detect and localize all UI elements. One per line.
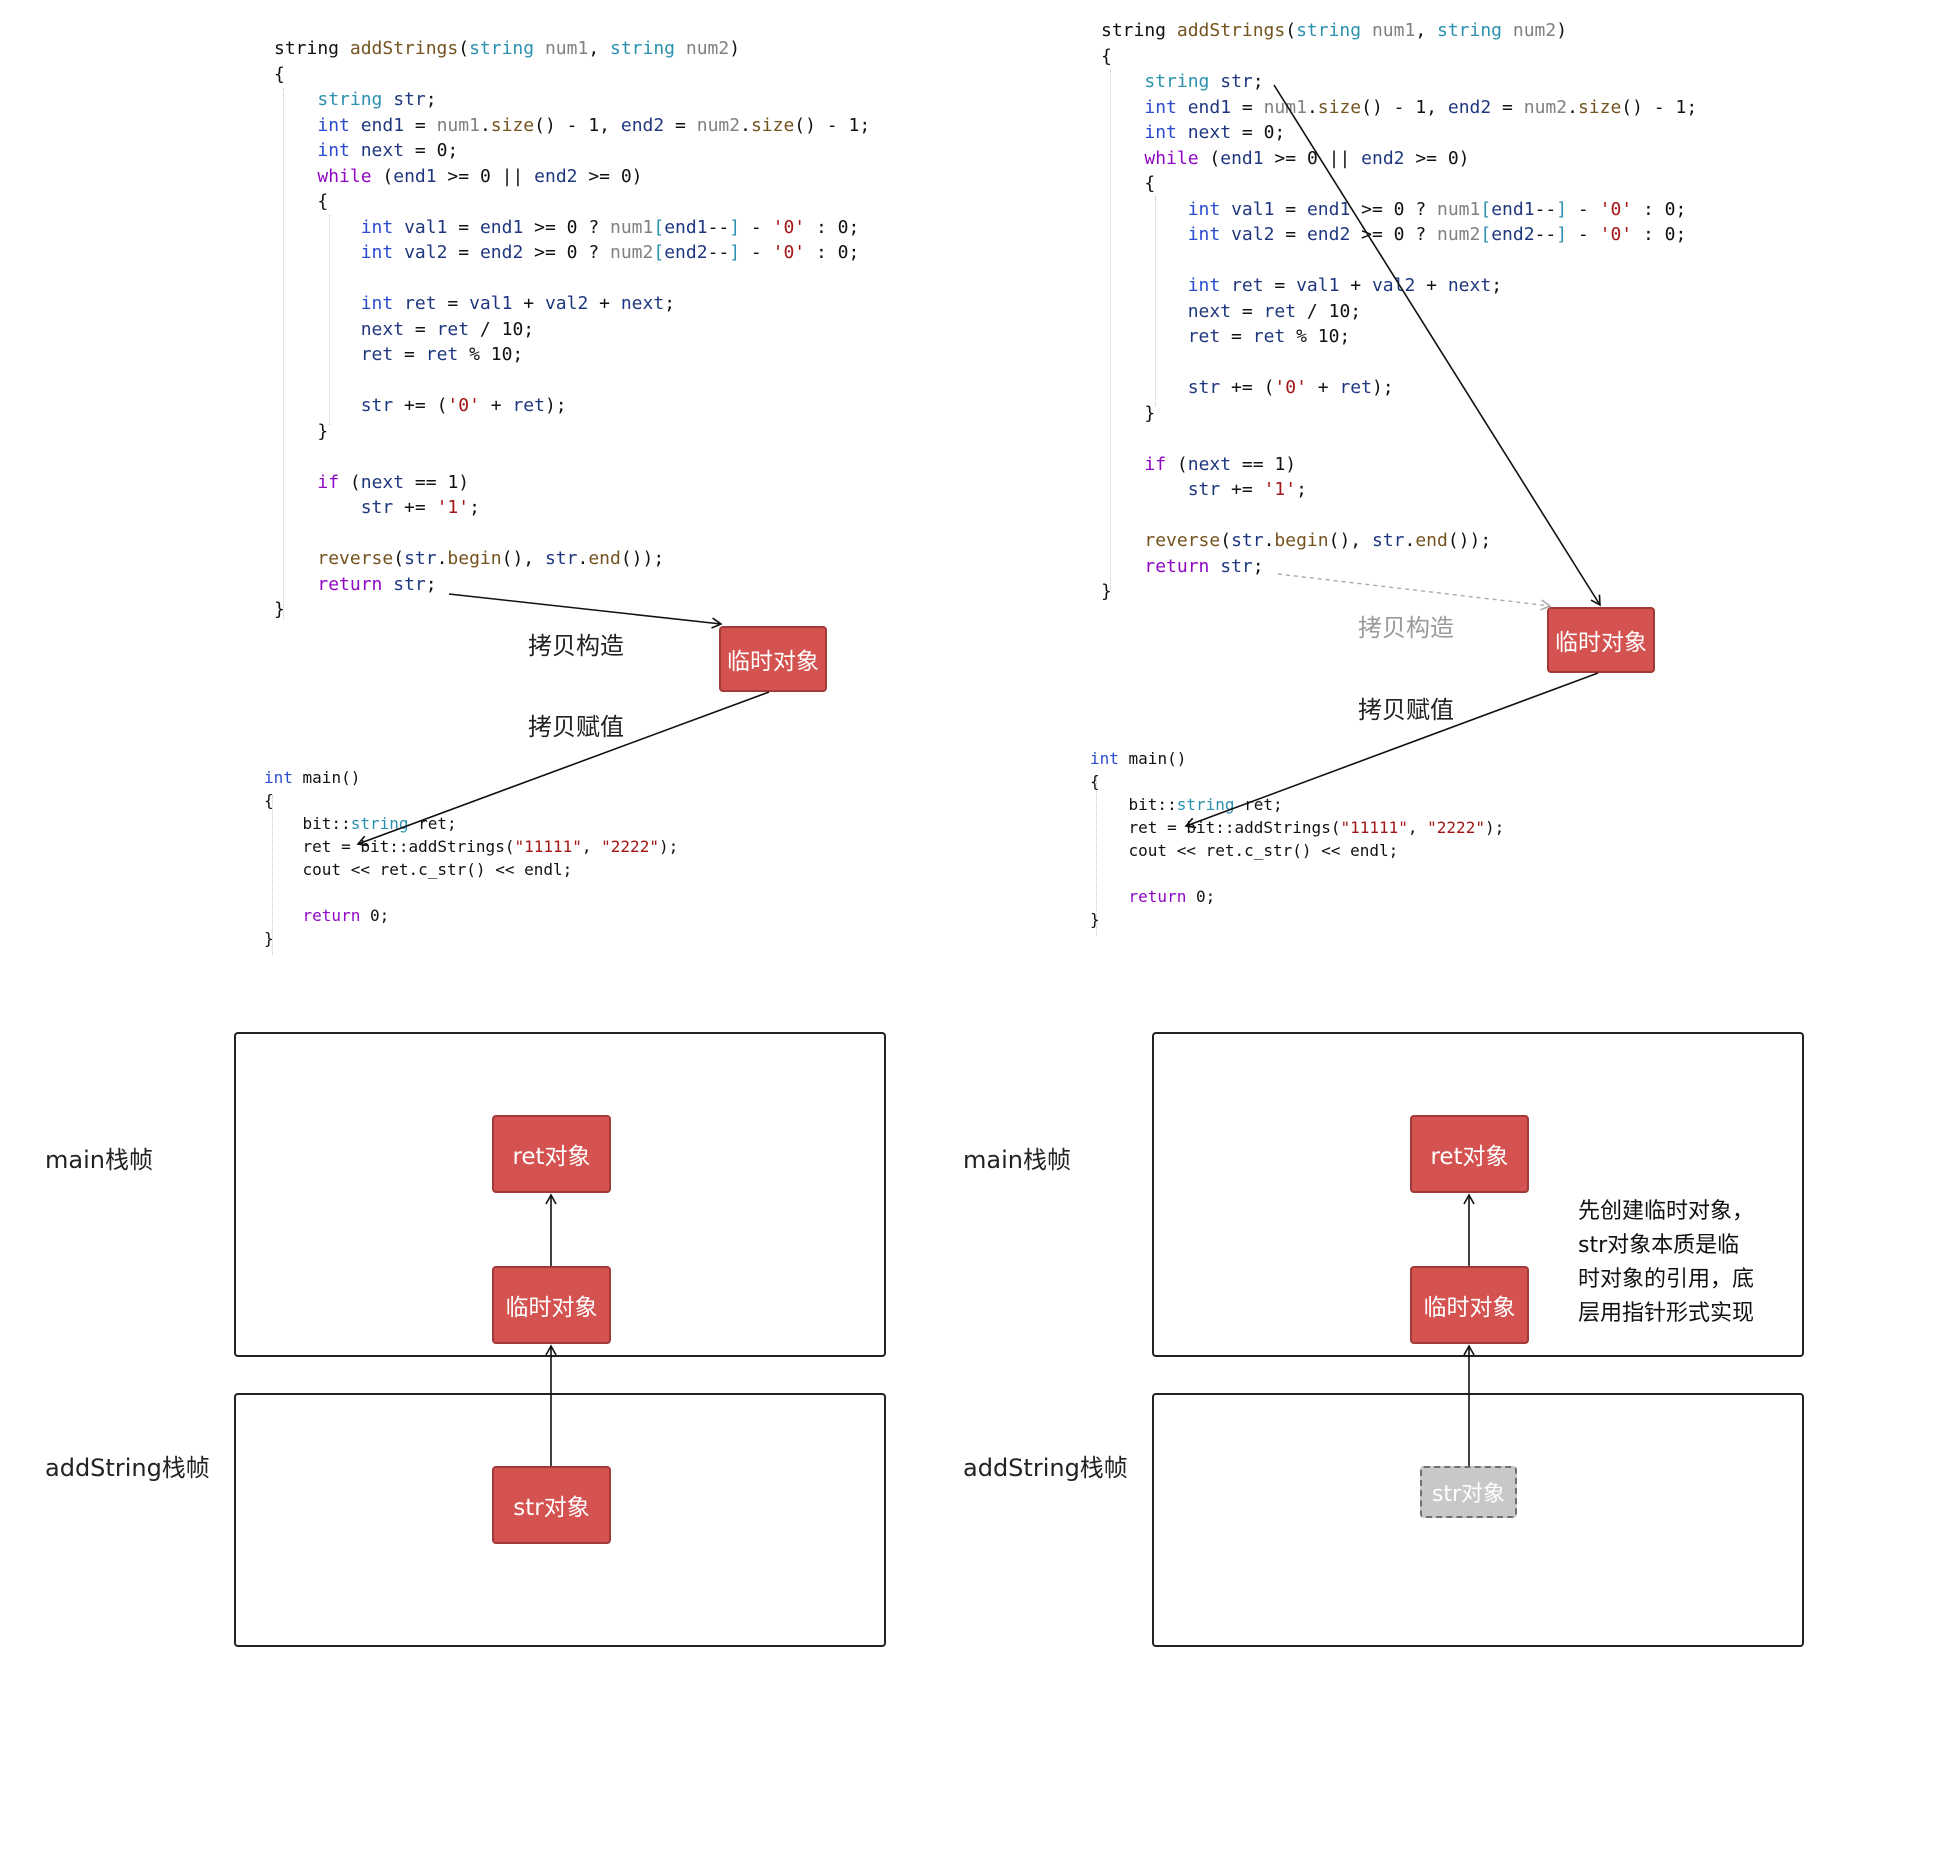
code-line: int main()	[264, 768, 361, 787]
code-line	[264, 881, 678, 904]
code-line: return str;	[317, 573, 437, 595]
code-line: int main()	[1090, 749, 1187, 768]
code-line: int val1 = end1 >= 0 ? num1[end1--] - '0…	[360, 216, 860, 238]
right-copy-assign-label: 拷贝赋值	[1358, 696, 1454, 724]
right-addstring-stack-frame	[1152, 1393, 1804, 1647]
code-line: }	[1101, 402, 1156, 424]
right-main-stack-frame	[1152, 1032, 1804, 1357]
code-line: reverse(str.begin(), str.end());	[1144, 530, 1492, 551]
note-line: 层用指针形式实现	[1578, 1301, 1755, 1326]
right-temp-object: 临时对象	[1410, 1266, 1529, 1344]
code-line: cout << ret.c_str() << endl;	[1090, 841, 1399, 860]
code-line	[1101, 426, 1697, 452]
code-line: }	[274, 599, 285, 620]
note-line: 时对象的引用，底	[1578, 1267, 1755, 1292]
code-line	[1101, 503, 1697, 529]
code-line: return 0;	[302, 906, 390, 925]
code-line: ret = bit::addStrings("11111", "2222");	[1090, 818, 1505, 837]
code-line: next = ret / 10;	[1187, 300, 1362, 322]
code-line	[274, 266, 870, 292]
code-line: {	[1101, 173, 1156, 194]
left-addstring-frame-label: addString栈帧	[45, 1454, 210, 1482]
left-ret-object: ret对象	[492, 1115, 611, 1193]
right-main-frame-label: main栈帧	[963, 1146, 1071, 1174]
code-line: bit::string ret;	[264, 814, 457, 833]
code-line: string addStrings(string num1, string nu…	[1101, 20, 1568, 41]
left-temp-object: 临时对象	[492, 1266, 611, 1344]
right-temp-object-box: 临时对象	[1547, 607, 1655, 673]
code-line: {	[274, 63, 285, 85]
code-line: cout << ret.c_str() << endl;	[264, 860, 573, 879]
code-line: string addStrings(string num1, string nu…	[274, 38, 741, 59]
code-line: str += '1';	[1187, 479, 1307, 500]
code-line: {	[1101, 45, 1112, 67]
code-line: int ret = val1 + val2 + next;	[1187, 275, 1503, 296]
code-line: {	[1090, 772, 1100, 791]
code-line: {	[274, 191, 329, 212]
left-copy-construct-label: 拷贝构造	[528, 632, 624, 660]
code-line: int next = 0;	[1144, 122, 1286, 143]
left-addstrings-code: string addStrings(string num1, string nu…	[274, 36, 870, 623]
code-line: next = ret / 10;	[360, 318, 535, 340]
code-line: ret = ret % 10;	[1187, 326, 1351, 347]
code-line: }	[264, 929, 274, 948]
right-explanation-note: 先创建临时对象， str对象本质是临 时对象的引用，底 层用指针形式实现	[1578, 1195, 1793, 1331]
right-addstring-frame-label: addString栈帧	[963, 1454, 1128, 1482]
right-main-code: int main(){ bit::string ret; ret = bit::…	[1090, 747, 1504, 931]
code-line: }	[1101, 581, 1112, 602]
code-line: int val2 = end2 >= 0 ? num2[end2--] - '0…	[1187, 224, 1687, 245]
code-line: }	[274, 420, 329, 442]
code-line: str += '1';	[360, 497, 480, 518]
code-line: str += ('0' + ret);	[360, 395, 567, 416]
right-ret-object: ret对象	[1410, 1115, 1529, 1193]
right-copy-construct-label: 拷贝构造	[1358, 614, 1454, 642]
right-addstrings-code: string addStrings(string num1, string nu…	[1101, 18, 1697, 605]
code-line: int end1 = num1.size() - 1, end2 = num2.…	[317, 114, 871, 136]
left-addstring-stack-frame	[234, 1393, 886, 1647]
code-line: int end1 = num1.size() - 1, end2 = num2.…	[1144, 96, 1698, 118]
code-line: string str;	[1144, 71, 1264, 92]
code-line: int ret = val1 + val2 + next;	[360, 293, 676, 314]
code-line: str += ('0' + ret);	[1187, 377, 1394, 398]
code-line: bit::string ret;	[1090, 795, 1283, 814]
code-line	[1090, 862, 1504, 885]
note-line: 先创建临时对象，	[1578, 1199, 1755, 1224]
left-temp-object-box: 临时对象	[719, 626, 827, 692]
code-line: {	[264, 791, 274, 810]
code-line: while (end1 >= 0 || end2 >= 0)	[317, 165, 643, 187]
code-line: }	[1090, 910, 1100, 929]
code-line: int val2 = end2 >= 0 ? num2[end2--] - '0…	[360, 242, 860, 263]
code-line: if (next == 1)	[317, 471, 470, 493]
code-line: string str;	[317, 89, 437, 110]
code-line	[1101, 350, 1697, 376]
code-line	[274, 521, 870, 547]
code-line: if (next == 1)	[1144, 453, 1297, 475]
left-copy-assign-label: 拷贝赋值	[528, 713, 624, 741]
code-line: ret = ret % 10;	[360, 344, 524, 365]
code-line	[274, 444, 870, 470]
left-str-object: str对象	[492, 1466, 611, 1544]
left-main-frame-label: main栈帧	[45, 1146, 153, 1174]
code-line: ret = bit::addStrings("11111", "2222");	[264, 837, 679, 856]
code-line	[274, 368, 870, 394]
left-main-code: int main(){ bit::string ret; ret = bit::…	[264, 766, 678, 950]
code-line: int val1 = end1 >= 0 ? num1[end1--] - '0…	[1187, 198, 1687, 220]
right-str-object-ghost: str对象	[1420, 1466, 1517, 1518]
code-line: reverse(str.begin(), str.end());	[317, 548, 665, 569]
left-main-stack-frame	[234, 1032, 886, 1357]
code-line: return 0;	[1128, 887, 1216, 906]
note-line: str对象本质是临	[1578, 1233, 1740, 1258]
code-line: while (end1 >= 0 || end2 >= 0)	[1144, 147, 1470, 169]
code-line: return str;	[1144, 555, 1264, 577]
code-line	[1101, 248, 1697, 274]
code-line: int next = 0;	[317, 140, 459, 161]
